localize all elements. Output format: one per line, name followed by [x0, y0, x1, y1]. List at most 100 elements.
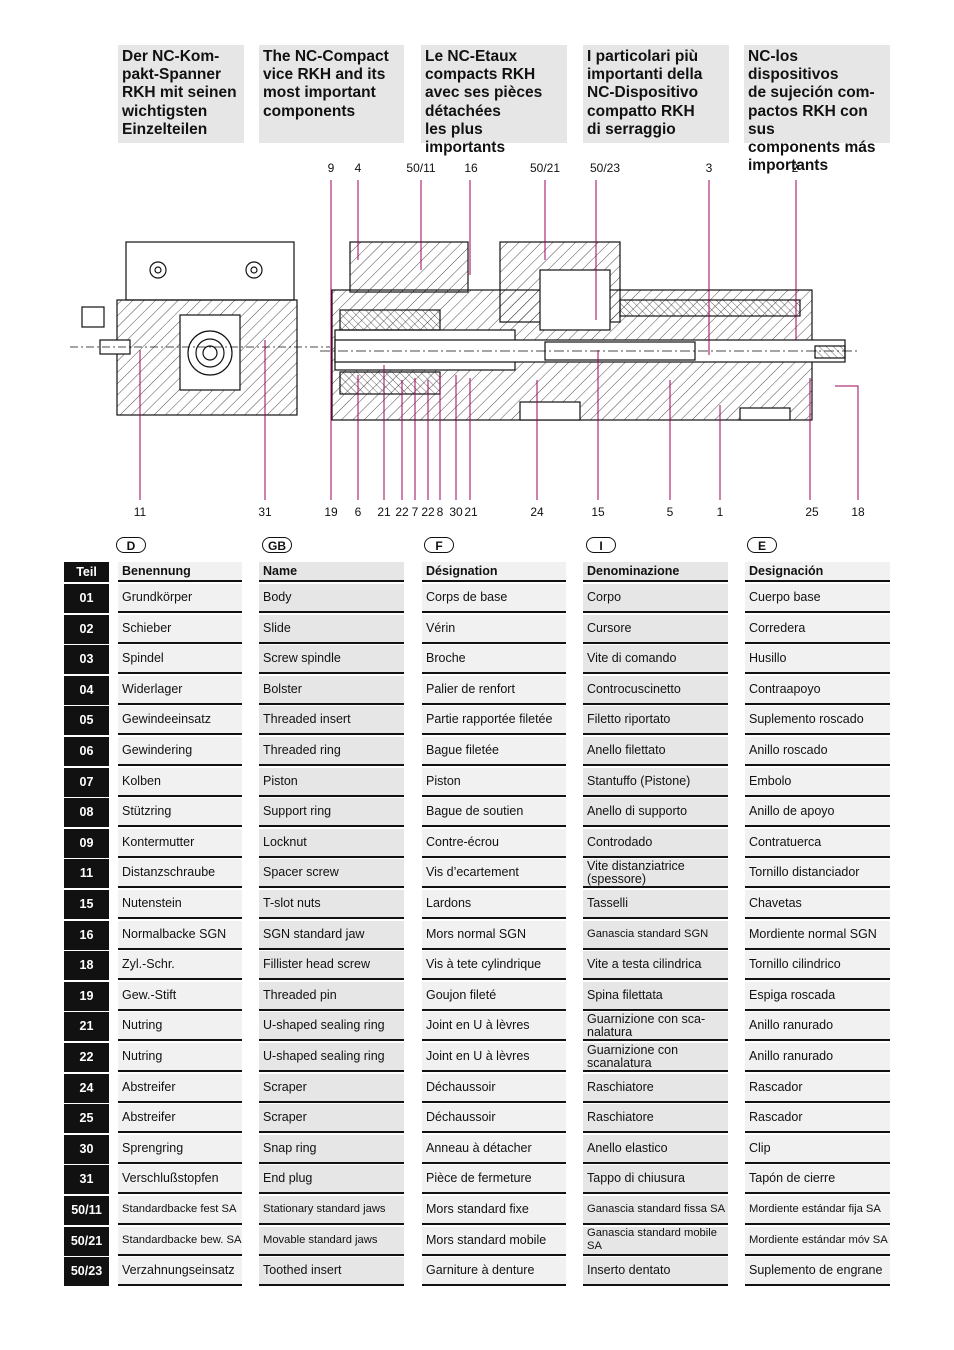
part-name-cell: Standardbacke fest SA [118, 1196, 242, 1225]
part-name-cell: Screw spindle [259, 645, 404, 675]
part-name-cell: Anillo de apoyo [745, 798, 890, 828]
callout-label: 21 [377, 505, 391, 519]
part-name-cell: Ganascia standard SGN [583, 920, 728, 950]
part-number: 16 [64, 920, 109, 950]
part-name-cell: Mors normal SGN [422, 920, 566, 950]
part-name-cell: Verschlußstopfen [118, 1165, 242, 1195]
part-name-cell: Bague filetée [422, 737, 566, 766]
part-name-cell: Vite distanziatrice (spessore) [583, 859, 728, 889]
part-name-cell: Vérin [422, 614, 566, 644]
part-name-cell: Embolo [745, 767, 890, 797]
callout-label: 22 [421, 505, 435, 519]
part-name-cell: Anillo ranurado [745, 1043, 890, 1072]
part-number: 25 [64, 1104, 109, 1134]
callout-label: 18 [851, 505, 865, 519]
callout-label: 25 [805, 505, 819, 519]
part-name-cell: Gewindeeinsatz [118, 706, 242, 736]
part-name-cell: Tornillo distanciador [745, 859, 890, 889]
callout-label: 21 [464, 505, 478, 519]
callout-label: 9 [328, 161, 335, 175]
callout-label: 22 [395, 505, 409, 519]
part-name-cell: Spindel [118, 645, 242, 675]
part-name-cell: Threaded ring [259, 737, 404, 766]
callout-label: 4 [355, 161, 362, 175]
part-number: 11 [64, 859, 109, 889]
leader-lines [139, 180, 859, 500]
part-name-cell: Movable standard jaws [259, 1226, 404, 1256]
part-number: 07 [64, 767, 109, 797]
part-name-cell: Nutenstein [118, 890, 242, 919]
part-name-cell: Widerlager [118, 675, 242, 705]
header-cell: Désignation [422, 562, 566, 582]
part-name-cell: Anello elastico [583, 1134, 728, 1164]
part-name-cell: Vis d’ecartement [422, 859, 566, 889]
part-name-cell: Déchaussoir [422, 1073, 566, 1103]
part-name-cell: Scraper [259, 1104, 404, 1134]
part-name-cell: Corredera [745, 614, 890, 644]
part-number: 18 [64, 951, 109, 981]
part-name-cell: Goujon fileté [422, 981, 566, 1011]
part-name-cell: Rascador [745, 1104, 890, 1134]
part-name-cell: Broche [422, 645, 566, 675]
part-name-cell: SGN standard jaw [259, 920, 404, 950]
part-name-cell: Anneau à détacher [422, 1134, 566, 1164]
part-name-cell: Tasselli [583, 890, 728, 919]
part-number: 06 [64, 737, 109, 766]
part-name-cell: Palier de renfort [422, 675, 566, 705]
part-name-cell: Anello di supporto [583, 798, 728, 828]
part-name-cell: Abstreifer [118, 1104, 242, 1134]
part-name-cell: Fillister head screw [259, 951, 404, 981]
part-name-cell: Vis à tete cylindrique [422, 951, 566, 981]
callout-label: 3 [706, 161, 713, 175]
callout-label: 7 [412, 505, 419, 519]
part-name-cell: Corpo [583, 584, 728, 613]
part-name-cell: Support ring [259, 798, 404, 828]
part-name-cell: Cursore [583, 614, 728, 644]
callout-label: 50/23 [590, 161, 620, 175]
callout-label: 19 [324, 505, 338, 519]
part-name-cell: Tappo di chiusura [583, 1165, 728, 1195]
part-number: 22 [64, 1043, 109, 1072]
part-number: 08 [64, 798, 109, 828]
part-name-cell: Anello filettato [583, 737, 728, 766]
part-number: 21 [64, 1012, 109, 1042]
part-name-cell: Tapón de cierre [745, 1165, 890, 1195]
callouts-bottom: 11 31 19 6 21 22 7 22 8 30 21 24 15 5 1 … [134, 505, 865, 519]
part-name-cell: Guarnizione con sca- nalatura [583, 1012, 728, 1042]
part-name-cell: Stützring [118, 798, 242, 828]
part-name-cell: Mordiente estándar móv SA [745, 1226, 890, 1256]
part-name-cell: Spina filettata [583, 981, 728, 1011]
part-name-cell: Verzahnungseinsatz [118, 1257, 242, 1287]
part-name-cell: Chavetas [745, 890, 890, 919]
part-name-cell: Raschiatore [583, 1073, 728, 1103]
part-name-cell: U-shaped sealing ring [259, 1043, 404, 1072]
heading-es: NC-los dispositivos de sujeción com- pac… [744, 45, 890, 174]
part-name-cell: Cuerpo base [745, 584, 890, 613]
part-name-cell: Contraapoyo [745, 675, 890, 705]
part-name-cell: Snap ring [259, 1134, 404, 1164]
language-badge-es: E [747, 537, 777, 553]
part-name-cell: Vite di comando [583, 645, 728, 675]
part-name-cell: End plug [259, 1165, 404, 1195]
part-name-cell: Sprengring [118, 1134, 242, 1164]
part-name-cell: Lardons [422, 890, 566, 919]
part-name-cell: Threaded insert [259, 706, 404, 736]
part-name-cell: Anillo roscado [745, 737, 890, 766]
part-name-cell: Ganascia standard fissa SA [583, 1196, 728, 1225]
part-name-cell: Joint en U à lèvres [422, 1043, 566, 1072]
callout-label: 24 [530, 505, 544, 519]
callout-label: 16 [464, 161, 478, 175]
part-name-cell: Contre-écrou [422, 828, 566, 858]
